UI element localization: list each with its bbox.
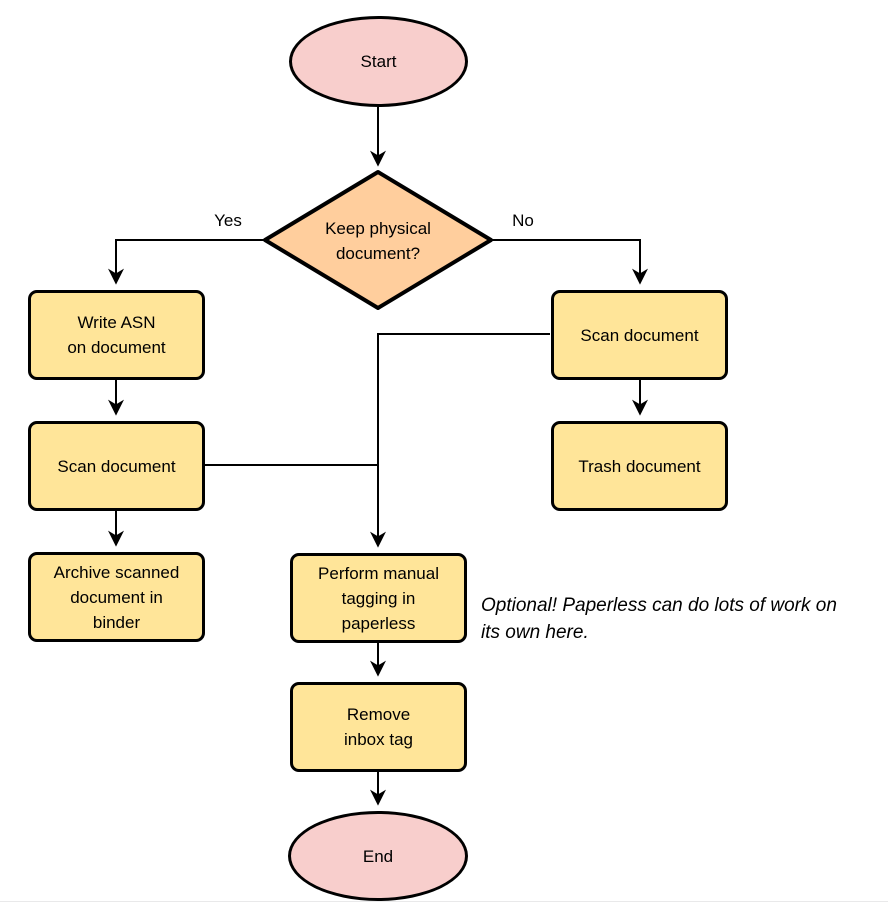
node-trash-document-label: Trash document: [578, 456, 701, 476]
edge-decision-scan-right: [492, 239, 648, 285]
node-start: Start: [289, 16, 468, 107]
node-end: End: [288, 811, 468, 901]
edge-decision-write-asn: [108, 239, 264, 285]
optional-note: Optional! Paperless can do lots of work …: [481, 595, 837, 643]
node-manual-tagging: Perform manual tagging in paperless: [290, 553, 467, 643]
edge-scan-right-tagging: [370, 333, 550, 548]
page-bottom-border: [0, 901, 888, 902]
node-trash-document: Trash document: [551, 421, 728, 511]
node-remove-inbox-tag: Remove inbox tag: [290, 682, 467, 772]
node-scan-document-left: Scan document: [28, 421, 205, 511]
node-write-asn-label: Write ASN on document: [67, 313, 166, 357]
node-scan-document-right-label: Scan document: [580, 325, 699, 345]
node-decision-label: Keep physical document?: [325, 218, 431, 263]
node-decision: Keep physical document?: [285, 203, 471, 278]
node-remove-inbox-tag-label: Remove inbox tag: [344, 705, 413, 749]
node-archive-binder-label: Archive scanned document in binder: [53, 562, 180, 632]
edge-label-no: No: [512, 211, 534, 230]
node-write-asn: Write ASN on document: [28, 290, 205, 380]
node-archive-binder: Archive scanned document in binder: [28, 552, 205, 642]
node-scan-document-left-label: Scan document: [57, 456, 176, 476]
node-start-label: Start: [360, 52, 397, 71]
node-scan-document-right: Scan document: [551, 290, 728, 380]
node-end-label: End: [362, 846, 394, 866]
edge-label-yes: Yes: [214, 211, 242, 230]
node-manual-tagging-label: Perform manual tagging in paperless: [318, 563, 439, 633]
decision-diamond-shape: [263, 170, 493, 310]
